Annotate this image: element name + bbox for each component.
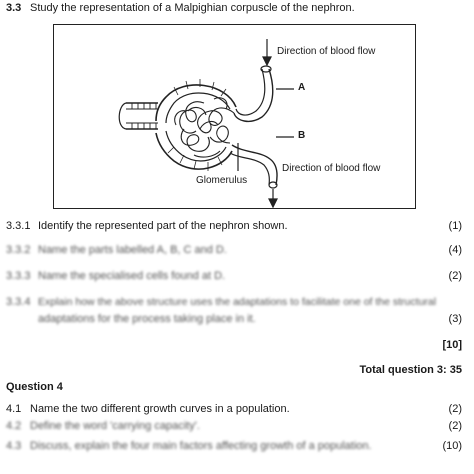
question-number: 3.3.2 [6,244,31,256]
afferent-vessel-outer [233,68,274,123]
inflow-arrow-head [262,56,272,67]
outflow-arrow-head [268,198,278,209]
label-b: B [298,130,306,141]
efferent-vessel-outer [231,144,278,186]
question-number: 3.3.4 [6,296,31,308]
question-text: Define the word 'carrying capacity'. [30,420,200,432]
corpuscle-drawing [118,39,294,209]
question-number: 4.1 [6,403,22,415]
question-number: 3.3.3 [6,270,31,282]
capsule-wall-cells [167,79,227,171]
afferent-vessel-opening [260,65,272,73]
question-marks: (2) [448,270,462,282]
question-text: Discuss, explain the four main factors a… [30,440,372,452]
question-number: 4.3 [6,440,22,452]
section-instruction: Study the representation of a Malpighian… [30,2,355,14]
question-marks: (10) [442,440,462,452]
capsule-inner-bottom [165,130,227,162]
question-text: Name the two different growth curves in … [30,403,290,415]
question-text-continued: adaptations for the process taking place… [38,313,256,325]
tubule-cells [126,103,158,129]
question-text: Name the specialised cells found at D. [38,270,226,282]
question-number: 4.2 [6,420,22,432]
label-glomerulus: Glomerulus [196,175,248,186]
tubule-end [118,102,127,130]
capsule-outer-top [155,84,237,122]
question-4-heading: Question 4 [6,381,63,393]
efferent-vessel-opening [268,181,278,189]
malpighian-corpuscle-diagram: Direction of blood flow A B Direction of… [53,24,416,209]
efferent-vessel-inner [229,152,270,186]
question-marks: (2) [448,403,462,415]
question-text: Identify the represented part of the nep… [38,220,288,232]
capsule-outer-bottom [155,132,233,170]
glomerulus-capillaries [174,97,235,158]
label-a: A [298,82,306,93]
question-text: Name the parts labelled A, B, C and D. [38,244,227,256]
subtotal-marks: [10] [442,339,462,351]
question-marks: (1) [448,220,462,232]
afferent-vessel-inner [235,68,266,116]
question-marks: (3) [448,313,462,325]
label-flow-out: Direction of blood flow [282,163,381,174]
section-number: 3.3 [6,2,22,14]
question-marks: (4) [448,244,462,256]
question-number: 3.3.1 [6,220,31,232]
question-marks: (2) [448,420,462,432]
total-question-3: Total question 3: 35 [359,364,462,376]
question-text: Explain how the above structure uses the… [38,296,437,308]
label-flow-in: Direction of blood flow [277,46,376,57]
